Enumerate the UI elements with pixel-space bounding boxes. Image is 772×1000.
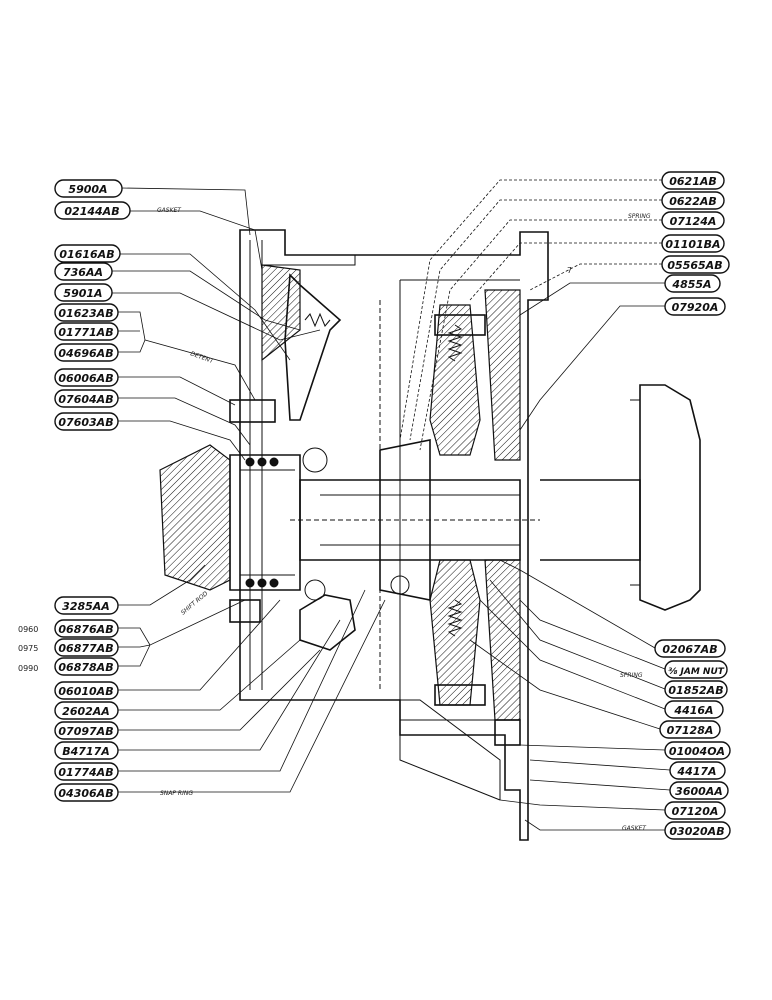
callout-07604AB: 07604AB xyxy=(54,389,119,408)
callout-label: 01771AB xyxy=(58,326,113,339)
callout-06010AB: 06010AB xyxy=(54,681,119,700)
callout-label: 02144AB xyxy=(64,205,119,218)
callout-07097AB: 07097AB xyxy=(54,721,119,740)
callout-label: 01004OA xyxy=(669,745,725,758)
callout-0621AB: 0621AB xyxy=(661,171,725,190)
callout-label: 0622AB xyxy=(669,195,717,208)
side-number: 0975 xyxy=(18,644,38,653)
side-number: 0990 xyxy=(18,664,38,673)
callout-label: 06876AB xyxy=(58,623,113,636)
callout-label: 05565AB xyxy=(667,259,722,272)
callout-07124A: SPRING 07124A xyxy=(628,211,725,230)
callout-07120A: 07120A xyxy=(664,801,726,820)
callout-label: 01616AB xyxy=(59,248,114,261)
callout-07128A: 07128A xyxy=(659,720,721,739)
callout-01623AB: 01623AB xyxy=(54,303,119,322)
callout-label: 07124A xyxy=(670,215,717,228)
callout-07603AB: 07603AB xyxy=(54,412,119,431)
callout-B4717A: B4717A xyxy=(54,741,119,760)
callout-label: 06878AB xyxy=(58,661,113,674)
callout-label: 2602AA xyxy=(62,705,110,718)
callout-736AA: 736AA xyxy=(54,262,113,281)
callout-label: 03020AB xyxy=(669,825,724,838)
callout-label: ⅜ JAM NUT xyxy=(668,667,725,677)
callout-5901A: 5901A xyxy=(54,283,113,302)
callout-label: 06010AB xyxy=(58,685,113,698)
callout-note: SNAP RING xyxy=(160,790,193,797)
right-callouts: 0621AB 0622AB SPRING 07124A 01101BA 0556… xyxy=(620,171,731,840)
callout-label: 3600AA xyxy=(675,785,723,798)
shift-rod-note: SHIFT ROD xyxy=(180,590,210,617)
left-callouts: 5900A 02144AB GASKET 01616AB 736AA 5901A… xyxy=(18,179,193,802)
callout-06876AB: 0960 06876AB xyxy=(18,619,119,638)
callout-label: 4417A xyxy=(676,765,716,778)
detent-note: DETENT xyxy=(189,350,215,365)
callout-label: 07920A xyxy=(672,301,719,314)
callout-01004OA: 01004OA xyxy=(664,741,731,760)
marker-7: 7 xyxy=(567,266,572,275)
callout-label: 07120A xyxy=(672,805,719,818)
callout-07920A: 07920A xyxy=(664,297,726,316)
callout-06006AB: 06006AB xyxy=(54,368,119,387)
callout-02067AB: 02067AB xyxy=(654,639,726,658)
callout-label: 4855A xyxy=(671,278,711,291)
callout-label: 07603AB xyxy=(58,416,113,429)
callout-04306AB: 04306AB SNAP RING xyxy=(54,783,193,802)
callout-jam-nut: ⅜ JAM NUT xyxy=(664,660,728,679)
leader-lines xyxy=(112,179,671,831)
callout-label: 04696AB xyxy=(58,347,113,360)
callout-4417A: 4417A xyxy=(669,761,726,780)
callout-label: 02067AB xyxy=(662,643,717,656)
callout-01852AB: SPRING 01852AB xyxy=(620,672,728,699)
callout-4416A: 4416A xyxy=(664,700,724,719)
callout-06877AB: 0975 06877AB xyxy=(18,638,119,657)
callout-03020AB: GASKET 03020AB xyxy=(622,821,731,840)
callout-label: 0621AB xyxy=(669,175,717,188)
callout-5900A: 5900A xyxy=(54,179,123,198)
callout-label: 07128A xyxy=(667,724,714,737)
callout-label: 06877AB xyxy=(58,642,113,655)
callout-label: 5901A xyxy=(63,287,102,300)
callout-note: GASKET xyxy=(157,207,182,214)
callout-label: 3285AA xyxy=(62,600,110,613)
callout-label: 04306AB xyxy=(58,787,113,800)
callout-note: SPRING xyxy=(620,672,643,679)
callout-label: B4717A xyxy=(62,745,110,758)
callout-01774AB: 01774AB xyxy=(54,762,119,781)
callout-05565AB: 05565AB xyxy=(661,255,730,274)
callout-label: 736AA xyxy=(63,266,103,279)
callout-3600AA: 3600AA xyxy=(669,781,729,800)
callout-label: 06006AB xyxy=(58,372,113,385)
callout-4855A: 4855A xyxy=(664,274,721,293)
callout-01771AB: 01771AB xyxy=(54,322,119,341)
callout-06878AB: 0990 06878AB xyxy=(18,657,119,676)
callout-note: GASKET xyxy=(622,825,647,832)
callout-label: 01774AB xyxy=(58,766,113,779)
callout-label: 07097AB xyxy=(58,725,113,738)
callout-label: 5900A xyxy=(68,183,107,196)
callout-01101BA: 01101BA xyxy=(661,234,725,253)
callout-01616AB: 01616AB xyxy=(54,244,121,263)
callout-2602AA: 2602AA xyxy=(54,701,119,720)
callout-label: 07604AB xyxy=(58,393,113,406)
callout-note: SPRING xyxy=(628,213,651,220)
callout-3285AA: 3285AA xyxy=(54,596,119,615)
side-number: 0960 xyxy=(18,625,38,634)
callout-0622AB: 0622AB xyxy=(661,191,725,210)
callout-02144AB: 02144AB GASKET xyxy=(54,201,182,220)
callout-label: 4416A xyxy=(673,704,713,717)
callout-04696AB: 04696AB xyxy=(54,343,119,362)
callout-label: 01101BA xyxy=(665,238,720,251)
callout-label: 01623AB xyxy=(58,307,113,320)
spring-top xyxy=(304,312,463,637)
callout-label: 01852AB xyxy=(668,684,723,697)
